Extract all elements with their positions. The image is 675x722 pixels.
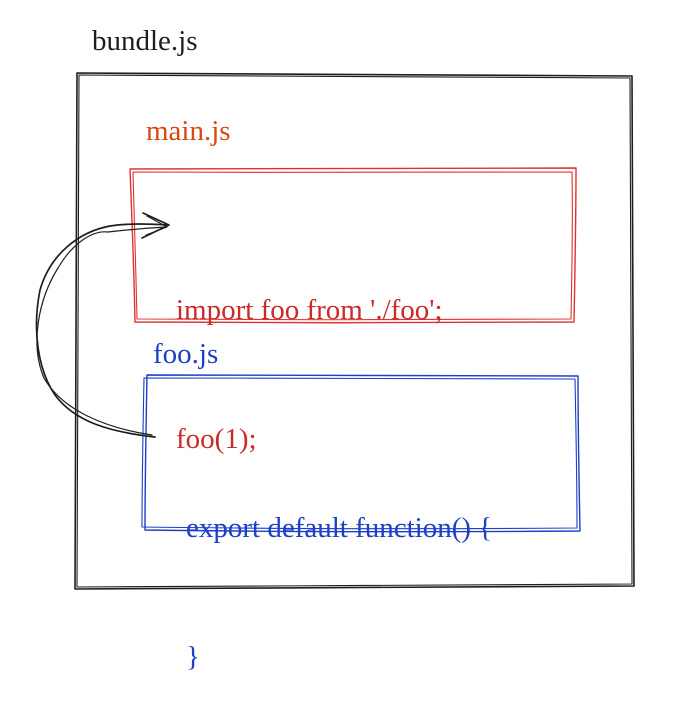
foo-module-code: export default function() { } [186, 421, 492, 722]
diagram-canvas [35, 72, 635, 590]
arrowhead-echo [145, 215, 168, 236]
foo-code-line-close: } [186, 641, 200, 673]
bundle-box [74, 72, 635, 590]
main-module-code: import foo from './foo'; foo(1); [176, 203, 443, 504]
arrow-shaft-echo [36, 226, 167, 436]
import-arrow [35, 212, 170, 438]
foo-code-line-export: export default function() { [186, 512, 493, 544]
bundle-title: bundle.js [92, 25, 198, 57]
arrow-shaft [35, 223, 169, 438]
main-module-title: main.js [146, 115, 231, 147]
foo-box [141, 374, 581, 533]
main-code-line-import: import foo from './foo'; [176, 294, 443, 326]
foo-module-title: foo.js [153, 338, 219, 370]
main-box [129, 167, 577, 324]
main-code-line-call: foo(1); [176, 423, 257, 455]
